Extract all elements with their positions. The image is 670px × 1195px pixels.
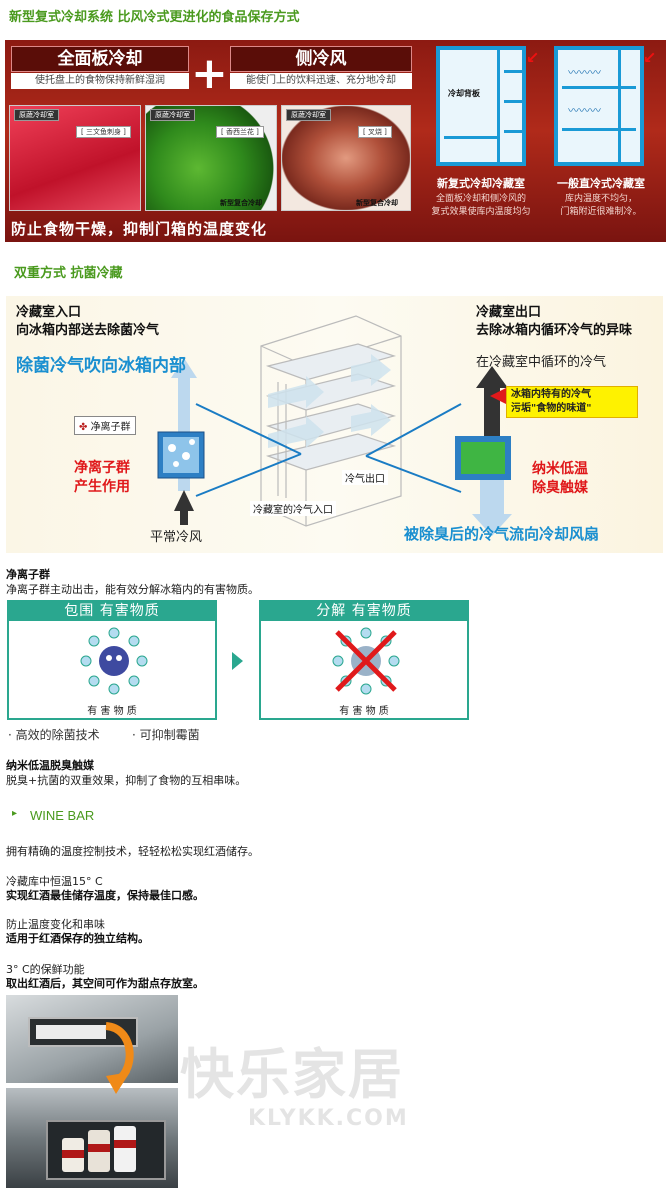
watermark-logo: 快乐家居 [180,1042,404,1106]
ion-title: 净离子群 [6,568,50,581]
normal-air-label: 平常冷风 [150,530,203,545]
circulating-label: 在冷藏室中循环的冷气 [476,355,607,370]
food-label: [ 三文鱼刺身 ] [76,126,131,138]
ion-badge-icon: ✤ [79,422,91,433]
nano-title: 纳米低温脱臭触媒 [6,759,94,772]
box-surround-head: 包围 有害物质 [9,602,215,621]
curved-arrow-icon [105,1022,134,1094]
box-decompose-head: 分解 有害物质 [261,602,467,621]
box-decompose-label: 有 害 物 质 [339,706,389,717]
ion-badge-label: 净离子群 [90,422,131,433]
arrow-icon: ↙ [526,48,540,67]
fridge-new-caption: 新复式冷却冷藏室 [437,177,525,190]
fridge-normal-diagram: 〰〰〰 〰〰〰 [554,46,644,166]
inlet-title-2: 向冰箱内部送去除菌冷气 [16,323,160,338]
food-bottom-label: 新型复合冷却 [356,199,398,207]
food-tag: 原蔬冷却室 [286,109,331,121]
cooling-banner: 全面板冷却 使托盘上的食物保持新鲜湿润 + 侧冷风 能使门上的饮料迅速、充分地冷… [5,40,666,242]
watermark-url: KLYKK.COM [248,1106,409,1131]
wine-p2a: 冷藏库中恒温15° C [6,875,103,888]
food-label: [ 叉烧 ] [358,126,392,138]
food-label: [ 香西兰花 ] [216,126,264,138]
wine-triangle-icon: ▸ [12,808,18,819]
ion-badge: ✤ 净离子群 [74,416,136,435]
pork-image: 原蔬冷却室 [ 叉烧 ] 新型复合冷却 [281,105,411,211]
banner-right-title: 侧冷风 [230,46,412,72]
nano-desc: 脱臭+抗菌的双重效果，抑制了食物的互相串味。 [6,774,247,787]
bullet-1-text: 高效的除菌技术 [15,728,100,742]
nano-red-1: 纳米低温 [532,461,588,477]
wine-title: WINE BAR [30,808,95,823]
food-tag: 原蔬冷却室 [150,109,195,121]
ion-desc: 净离子群主动出击，能有效分解冰箱内的有害物质。 [6,583,259,596]
decomposed-substance-icon [332,627,400,695]
salmon-image: 原蔬冷却室 [ 三文鱼刺身 ] [9,105,141,211]
broccoli-image: 原蔬冷却室 [ 香西兰花 ] 新型复合冷却 [145,105,277,211]
wine-p1: 拥有精确的温度控制技术，轻轻松松实现红酒储存。 [6,845,259,858]
wine-p3a: 防止温度变化和串味 [6,918,105,931]
nano-arrow [455,366,512,536]
outlet-title-1: 冷藏室出口 [476,305,542,320]
fridge-new-desc-1: 全面板冷却和侧冷风的 [435,194,526,204]
bullet-1: · 高效的除菌技术 [8,728,100,742]
wine-p4a: 3° C的保鲜功能 [6,963,85,976]
box-surround: 包围 有害物质 有 害 物 质 [7,600,217,720]
section-title-cooling: 新型复式冷却系统 比风冷式更进化的食品保存方式 [9,10,300,25]
ion-red-2: 产生作用 [74,479,130,495]
food-tag: 原蔬冷却室 [14,109,59,121]
harmful-substance-icon [80,627,148,695]
arrow-icon: ↙ [643,48,657,67]
fridge-panel-label: 冷却背板 [448,89,480,98]
air-outlet-label: 冷气出口 [342,470,388,485]
plus-icon: + [191,48,228,99]
nano-red-2: 除臭触媒 [532,480,588,496]
inlet-blue-text: 除菌冷气吹向冰箱内部 [16,356,186,376]
outlet-title-2: 去除冰箱内循环冷气的异味 [476,323,633,338]
box-surround-label: 有 害 物 质 [87,706,137,717]
section-title-antibacterial: 双重方式 抗菌冷藏 [14,266,123,281]
callout-box: 冰箱内特有的冷气 污垢"食物的味道" [506,386,638,418]
fridge-normal-desc-2: 门箱附近很难制冷。 [560,207,642,217]
callout-pointer [490,388,506,404]
fridge-inlet-label: 冷藏室的冷气入口 [250,501,336,516]
wine-p4b: 取出红酒后，其空间可作为甜点存放室。 [6,977,204,990]
wine-p2b: 实现红酒最佳储存温度，保持最佳口感。 [6,889,204,902]
bullet-2-text: 可抑制霉菌 [139,728,200,742]
dessert-drawer-image [6,995,178,1083]
inlet-title-1: 冷藏室入口 [16,305,82,320]
fridge-normal-desc-1: 库内温度不均匀， [564,194,637,204]
arrow-right-icon [232,652,243,670]
banner-right-sub: 能使门上的饮料迅速、充分地冷却 [230,73,412,89]
callout-line-2: 污垢"食物的味道" [511,403,592,414]
connector-lines [195,403,462,497]
wine-drawer-image [6,1088,178,1188]
food-bottom-label: 新型复合冷却 [220,199,262,207]
ion-red-1: 净离子群 [74,460,130,476]
fridge-new-diagram: 冷却背板 [436,46,526,166]
banner-left-sub: 使托盘上的食物保持新鲜湿润 [11,73,189,89]
bullet-2: · 可抑制霉菌 [132,728,200,742]
banner-slogan: 防止食物干燥，抑制门箱的温度变化 [11,220,268,238]
ion-arrow [157,358,205,525]
antibacterial-diagram: 冷藏室入口 向冰箱内部送去除菌冷气 除菌冷气吹向冰箱内部 ✤ 净离子群 净离子群… [6,296,663,553]
wine-p3b: 适用于红酒保存的独立结构。 [6,932,149,945]
outlet-blue-text: 被除臭后的冷气流向冷却风扇 [404,525,600,543]
fridge-normal-caption: 一般直冷式冷藏室 [557,177,645,190]
fridge-new-desc-2: 复式效果使库内温度均匀 [431,207,531,217]
banner-left-title: 全面板冷却 [11,46,189,72]
diagram-graphics [157,315,512,536]
box-decompose: 分解 有害物质 有 害 物 质 [259,600,469,720]
airflow-arrows [268,354,391,448]
callout-line-1: 冰箱内特有的冷气 [511,389,591,400]
